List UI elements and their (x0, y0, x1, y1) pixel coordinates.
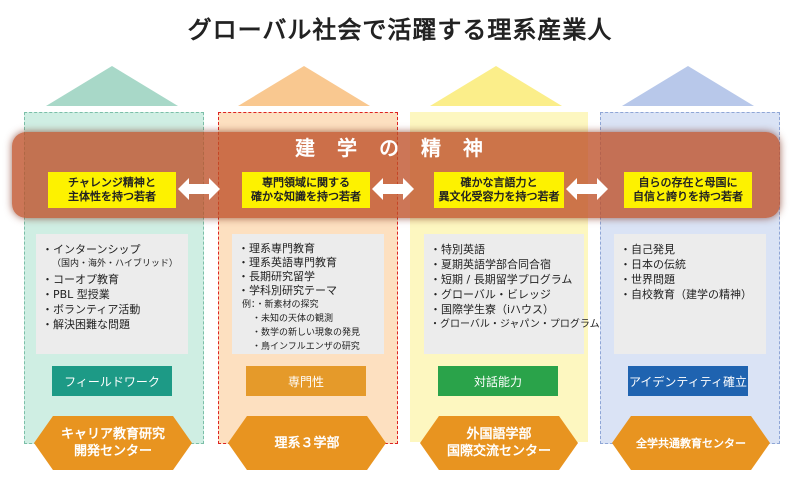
dept-label: 全学共通教育センター (636, 436, 746, 450)
yellow-box-2: 専門領域に関する確かな知識を持つ若者 (242, 172, 370, 208)
list-item: ・世界問題 (620, 273, 675, 286)
yellow-line: 自らの存在と母国に (638, 176, 738, 189)
activity-list-3: ・特別英語 ・夏期英語学部合同合宿 ・短期 / 長期留学プログラム ・グローバル… (424, 234, 600, 354)
double-arrow-icon (566, 178, 608, 200)
roof-1 (46, 66, 178, 106)
list-item: ・長期研究留学 (238, 270, 315, 283)
yellow-box-1: チャレンジ精神と主体性を持つ若者 (48, 172, 176, 208)
tag-fieldwork: フィールドワーク (52, 366, 172, 396)
list-item: ・PBL 型授業 (42, 288, 110, 301)
activity-list-2: ・理系専門教育 ・理系英語専門教育 ・長期研究留学 ・学科別研究テーマ 例：・新… (232, 234, 384, 354)
activity-list-1: ・インターンシップ （国内・海外・ハイブリッド） ・コーオプ教育 ・PBL 型授… (36, 234, 188, 354)
dept-label: 国際交流センター (446, 444, 551, 459)
tag-dialogue: 対話能力 (438, 366, 558, 396)
diagram-title: グローバル社会で活躍する理系産業人 (187, 16, 613, 44)
dept-hexagon-2: 理系３学部 (228, 416, 386, 470)
list-item: ・短期 / 長期留学プログラム (430, 273, 573, 286)
yellow-box-4: 自らの存在と母国に自信と誇りを持つ若者 (624, 172, 752, 208)
list-item: ・学科別研究テーマ (238, 284, 337, 297)
list-item: ・ボランティア活動 (42, 303, 141, 316)
list-item: ・国際学生寮（iハウス） (430, 303, 555, 316)
roof-4 (622, 66, 754, 106)
band-title: 建学の精神 (295, 136, 505, 160)
yellow-line: 確かな知識を持つ若者 (251, 190, 361, 203)
list-item: ・コーオプ教育 (42, 273, 119, 286)
list-item: ・自校教育（建学の精神） (620, 288, 752, 301)
yellow-line: 自信と誇りを持つ若者 (633, 190, 743, 203)
yellow-line: 専門領域に関する (262, 176, 350, 189)
list-item: ・自己発見 (620, 243, 675, 256)
tag-expertise: 専門性 (246, 366, 366, 396)
dept-label: 外国語学部 (466, 427, 532, 442)
list-item: 例：・新素材の探究 (242, 300, 319, 310)
dept-hexagon-1: キャリア教育研究開発センター (34, 416, 192, 470)
list-item: （国内・海外・ハイブリッド） (52, 259, 178, 269)
yellow-line: 異文化受容力を持つ若者 (438, 190, 560, 203)
roof-2 (238, 66, 370, 106)
list-item: ・数学の新しい現象の発見 (252, 328, 361, 338)
yellow-line: 確かな言語力と (460, 176, 538, 189)
yellow-line: チャレンジ精神と (68, 176, 156, 189)
activity-list-4: ・自己発見 ・日本の伝統 ・世界問題 ・自校教育（建学の精神） (614, 234, 766, 354)
list-item: ・理系英語専門教育 (238, 256, 337, 269)
dept-label: 理系３学部 (274, 435, 340, 451)
double-arrow-icon (372, 178, 414, 200)
tag-identity: アイデンティティ確立 (628, 366, 748, 396)
dept-hexagon-3: 外国語学部国際交流センター (420, 416, 578, 470)
list-item: ・夏期英語学部合同合宿 (430, 258, 551, 271)
list-item: ・日本の伝統 (620, 258, 686, 271)
list-item: ・鳥インフルエンザの研究 (252, 342, 360, 352)
roof-3 (430, 66, 562, 106)
dept-label: キャリア教育研究 (60, 427, 165, 442)
list-item: ・グローバル・ジャパン・プログラム (430, 319, 600, 330)
yellow-line: 主体性を持つ若者 (68, 190, 156, 203)
list-item: ・理系専門教育 (238, 242, 315, 255)
list-item: ・特別英語 (430, 243, 485, 256)
dept-label: 開発センター (73, 444, 152, 459)
list-item: ・解決困難な問題 (42, 318, 130, 331)
double-arrow-icon (178, 178, 220, 200)
yellow-box-3: 確かな言語力と異文化受容力を持つ若者 (434, 172, 564, 208)
list-item: ・グローバル・ビレッジ (430, 288, 551, 301)
list-item: ・インターンシップ (42, 243, 141, 256)
dept-hexagon-4: 全学共通教育センター (612, 416, 770, 470)
list-item: ・未知の天体の観測 (252, 314, 334, 324)
